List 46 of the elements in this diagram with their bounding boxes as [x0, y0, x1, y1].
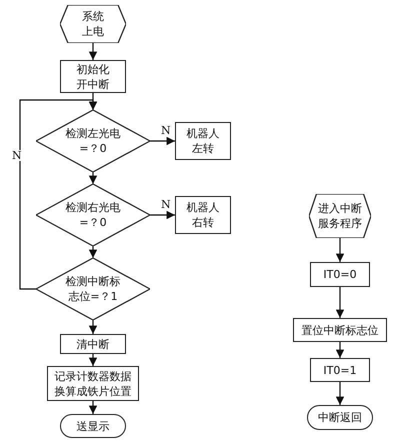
- arrow: [150, 210, 175, 220]
- process-box: [293, 318, 387, 342]
- arrow: [336, 382, 344, 405]
- node-text: 机器人左转: [186, 126, 220, 156]
- node-text: 中断返回: [318, 410, 362, 425]
- arrow: [88, 354, 98, 366]
- node-text: 检测右光电=？0: [64, 200, 122, 230]
- node-text: IT0=1: [323, 362, 357, 378]
- arrow: [88, 246, 98, 258]
- edge-label: N: [160, 125, 172, 136]
- edge-label: N: [11, 150, 23, 161]
- terminal-node: [60, 414, 126, 438]
- node-text: 送显示: [76, 418, 110, 434]
- process-box: [60, 60, 126, 93]
- node-text: 置位中断标志位: [302, 322, 378, 338]
- arrow: [150, 136, 175, 146]
- arrow: [336, 238, 344, 262]
- node-text: 清中断: [76, 336, 110, 352]
- node-text: 进入中断服务程序: [317, 201, 363, 231]
- node-text: 检测中断标志位=？1: [64, 274, 122, 304]
- arrow: [19, 99, 98, 290]
- arrow: [336, 342, 344, 358]
- node-text: 机器人右转: [186, 200, 220, 230]
- arrow: [88, 401, 98, 414]
- decision-diamond: [36, 258, 150, 320]
- hexagon-node: [309, 194, 371, 238]
- node-text: IT0=0: [323, 267, 357, 282]
- node-text: 系统上电: [81, 9, 105, 39]
- arrow: [336, 287, 344, 318]
- arrow: [88, 320, 98, 334]
- node-text: 初始化开中断: [76, 62, 110, 92]
- decision-diamond: [36, 110, 150, 172]
- process-box: [175, 196, 231, 234]
- arrow: [88, 43, 98, 60]
- process-box: [175, 122, 231, 160]
- process-box: [310, 262, 370, 287]
- hexagon-node: [60, 5, 126, 43]
- process-box: [310, 358, 370, 382]
- process-box: [47, 366, 139, 401]
- process-box: [60, 334, 126, 354]
- arrow: [88, 172, 98, 184]
- decision-diamond: [36, 184, 150, 246]
- node-text: 记录计数器数据换算成铁片位置: [54, 368, 132, 398]
- edge-label: N: [160, 199, 172, 210]
- node-text: 检测左光电=？0: [64, 126, 122, 156]
- terminal-node: [307, 405, 373, 430]
